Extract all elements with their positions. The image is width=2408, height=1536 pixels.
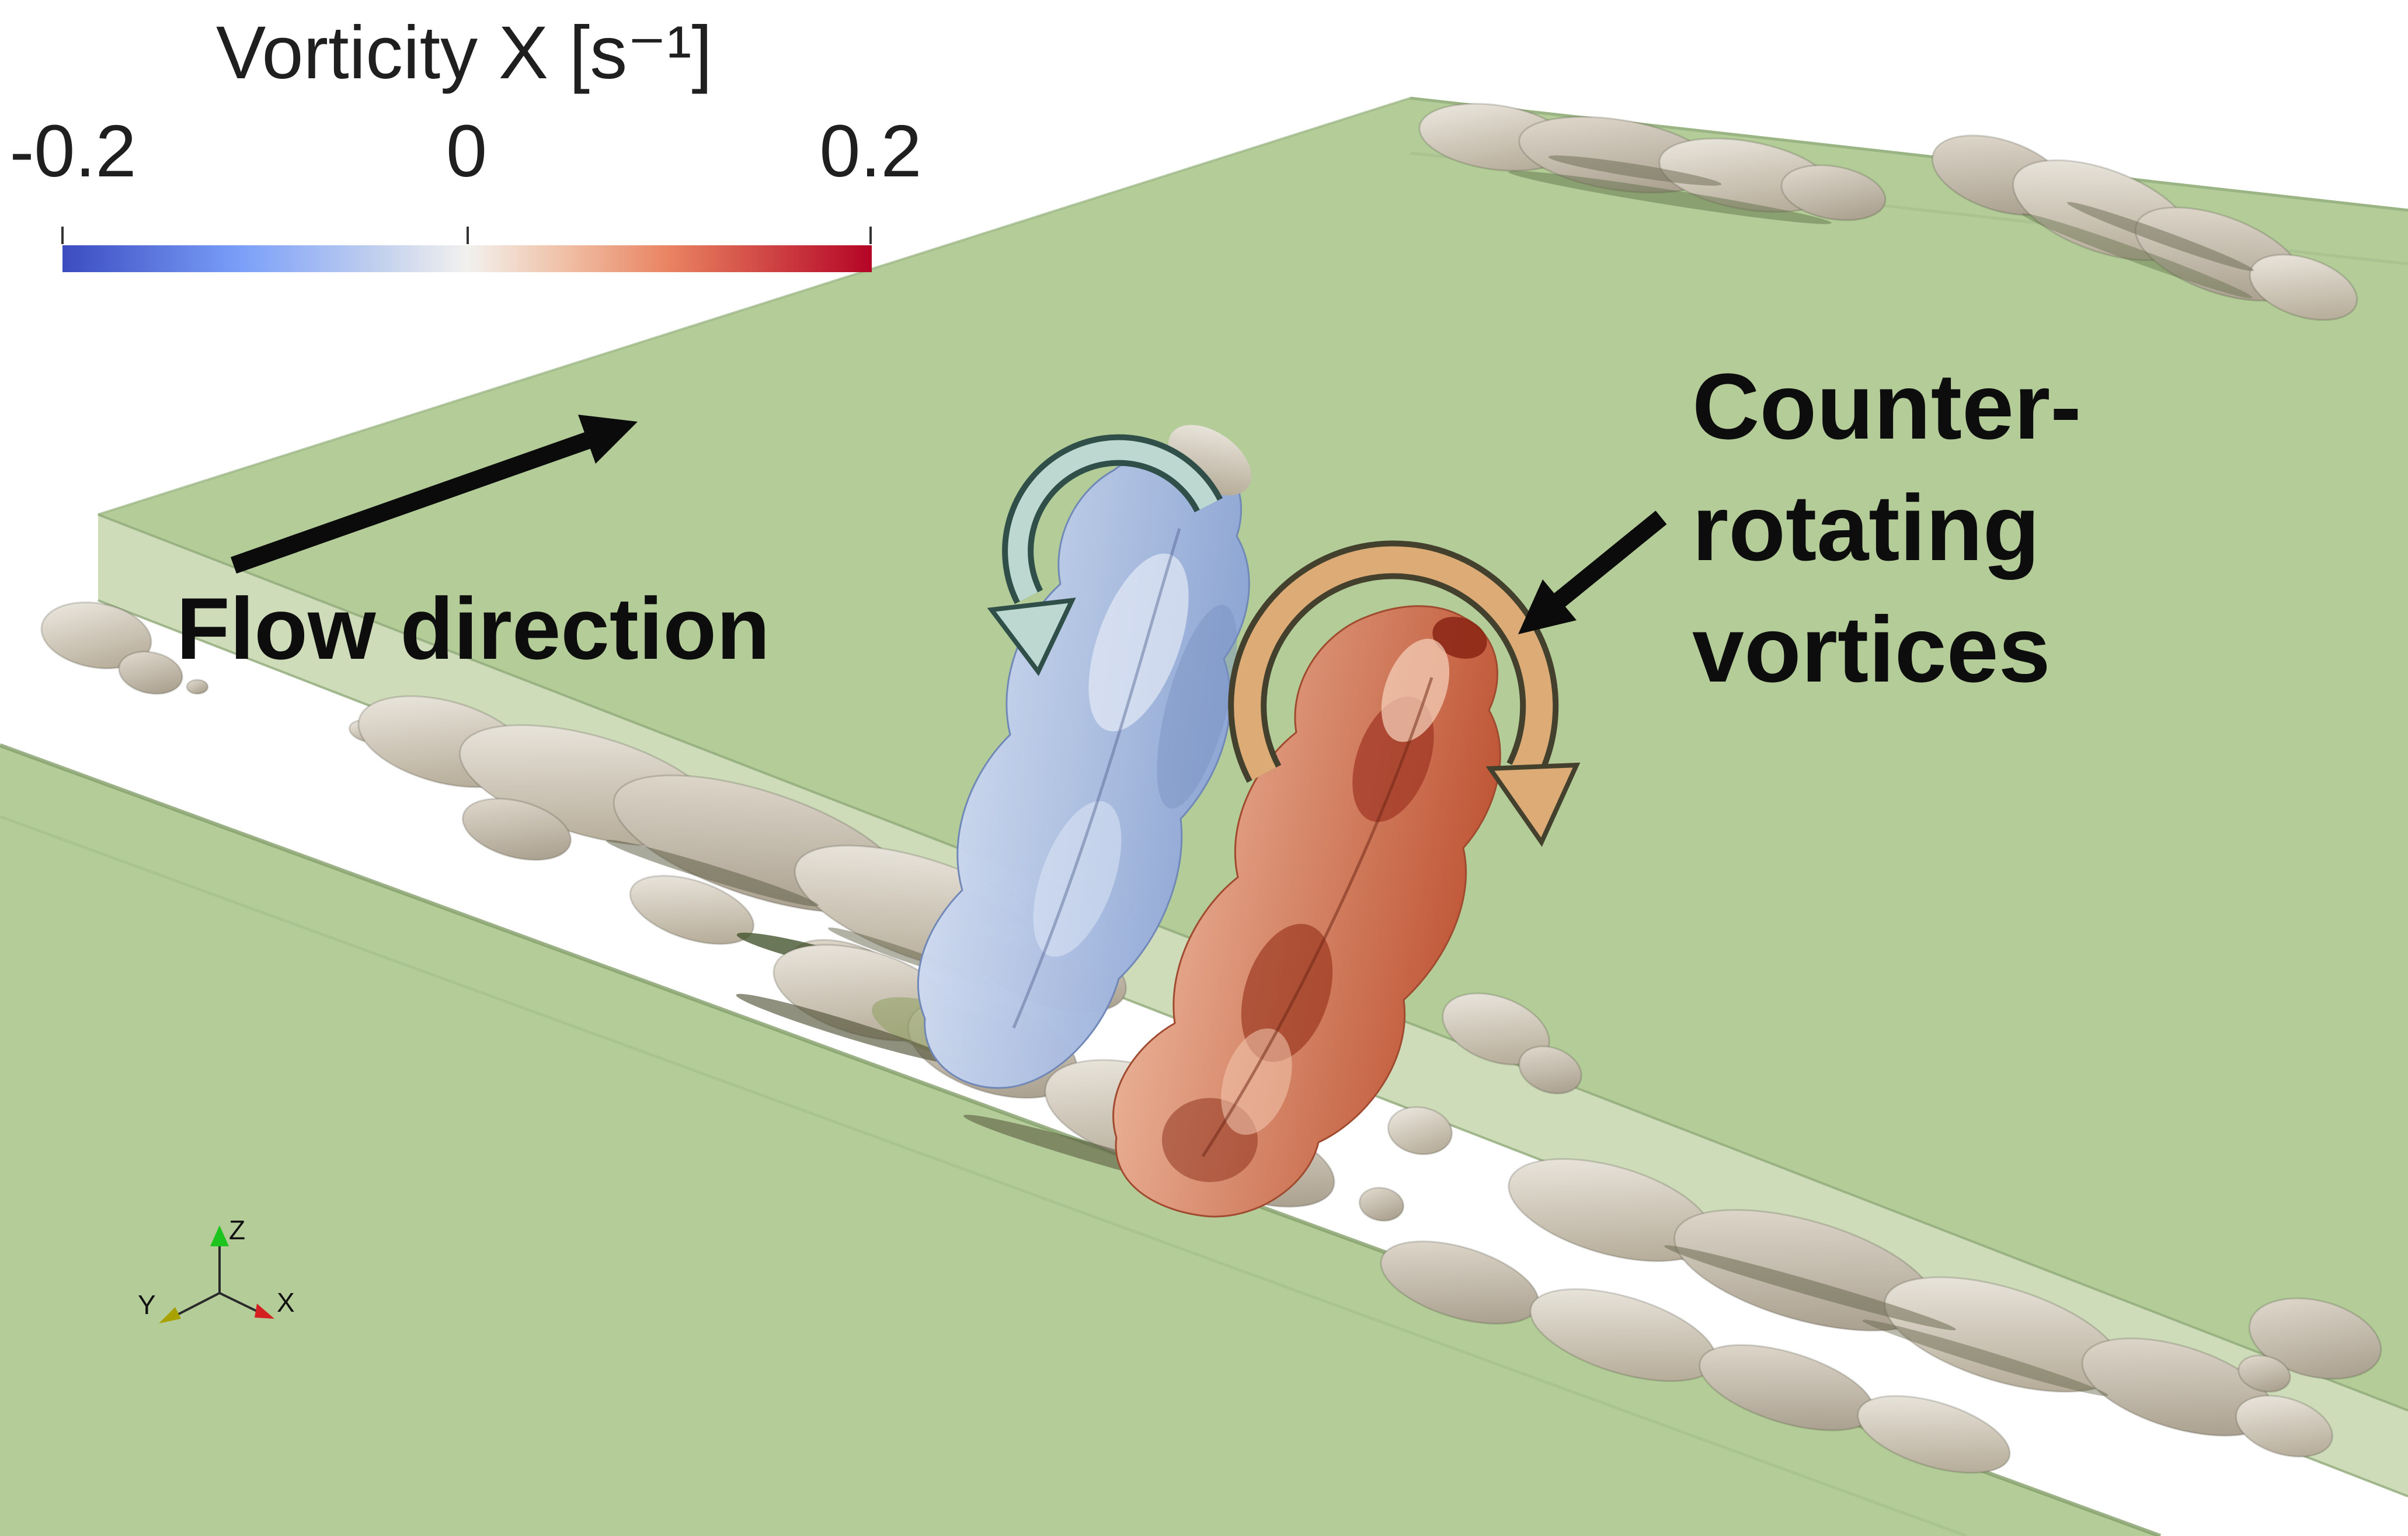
surface-crevice	[1862, 1319, 2108, 1396]
axis-y-label: Y	[138, 1290, 156, 1320]
vortex-crease	[1012, 528, 1181, 1028]
surface-crevice	[606, 840, 819, 906]
flow-direction-arrow-shaft	[231, 429, 597, 574]
vortex-highlight	[1221, 1028, 1292, 1135]
counter-rotating-label-line1: Counter-	[1692, 354, 2082, 458]
axis-x-label: X	[277, 1287, 295, 1318]
colorbar-title: Vorticity X [s⁻¹]	[216, 11, 712, 95]
vortex-shade	[1432, 617, 1487, 659]
isosurface-blob	[1518, 1045, 1582, 1094]
colorbar-tickmark-mid	[467, 227, 469, 244]
isosurface-blob	[118, 651, 183, 695]
axis-y-arrow	[159, 1307, 181, 1323]
axes-triad: Z Y X	[138, 1215, 295, 1323]
vortex-red	[1112, 605, 1501, 1218]
rotation-arrowhead-cw	[1485, 762, 1581, 847]
isosurface-blob	[1780, 164, 1887, 221]
surface-shadow	[1508, 171, 1832, 224]
vortex-shade	[1241, 923, 1333, 1062]
counter-rotating-arrow-shaft	[1546, 510, 1667, 613]
vortex-shade	[1157, 604, 1237, 809]
colorbar-gradient	[62, 245, 872, 272]
axis-z-arrow	[210, 1225, 229, 1246]
vortex-highlight	[1381, 638, 1450, 742]
colorbar-tickmark-max	[869, 227, 872, 244]
flow-direction-arrowhead	[578, 415, 638, 464]
isosurface-blob	[2235, 1395, 2333, 1458]
top-wall-back-edge	[1410, 96, 2408, 212]
isosurface-blob	[629, 875, 755, 945]
isosurface-blob	[186, 679, 209, 695]
colorbar-tick-max: 0.2	[819, 110, 922, 192]
rotation-arrow-cw	[1234, 546, 1553, 780]
axis-x-arrow	[255, 1304, 274, 1319]
surface-crevice	[1548, 155, 1722, 186]
surface-shadow	[2021, 213, 2253, 298]
colorbar-tick-mid: 0	[446, 110, 488, 192]
bottom-wall-inner-line	[0, 815, 1967, 1536]
surface-crevice	[1664, 1245, 1956, 1330]
counter-rotating-label: Counter- rotating vortices	[1692, 346, 2082, 710]
top-wall-left-edge	[98, 97, 1411, 516]
top-edge-structures	[1418, 103, 2358, 321]
vortex-highlight	[1033, 801, 1122, 957]
isosurface-blob	[1358, 1187, 1405, 1222]
surface-crevice	[2067, 201, 2254, 272]
rotation-arrow-ccw	[1008, 440, 1218, 602]
colorbar-tickmark-min	[61, 227, 64, 244]
colorbar-tick-min: -0.2	[9, 110, 137, 192]
isosurface-blob	[40, 601, 152, 670]
axis-y-line	[176, 1292, 220, 1316]
axis-z-label: Z	[229, 1215, 245, 1245]
streamwise-structures-right	[1358, 992, 2382, 1474]
counter-rotating-label-line2: rotating	[1692, 475, 2040, 580]
rotation-arrowhead-ccw	[987, 597, 1076, 676]
isosurface-blob	[2238, 1354, 2291, 1393]
rotation-arrows	[987, 434, 1581, 847]
isosurface-blob	[2248, 1297, 2382, 1380]
isosurface-blob	[461, 798, 572, 861]
axis-x-line	[219, 1292, 259, 1313]
counter-rotating-arrowhead	[1518, 579, 1577, 634]
vortex-highlight	[1088, 553, 1189, 732]
counter-rotating-label-line3: vortices	[1692, 597, 2051, 701]
vortex-crease	[1201, 677, 1433, 1158]
isosurface-blob	[1857, 1395, 2011, 1474]
isosurface-blob	[1387, 1106, 1453, 1156]
annotation-arrows	[231, 415, 1667, 634]
surface-crevice	[736, 993, 960, 1065]
flow-direction-label: Flow direction	[176, 579, 770, 677]
